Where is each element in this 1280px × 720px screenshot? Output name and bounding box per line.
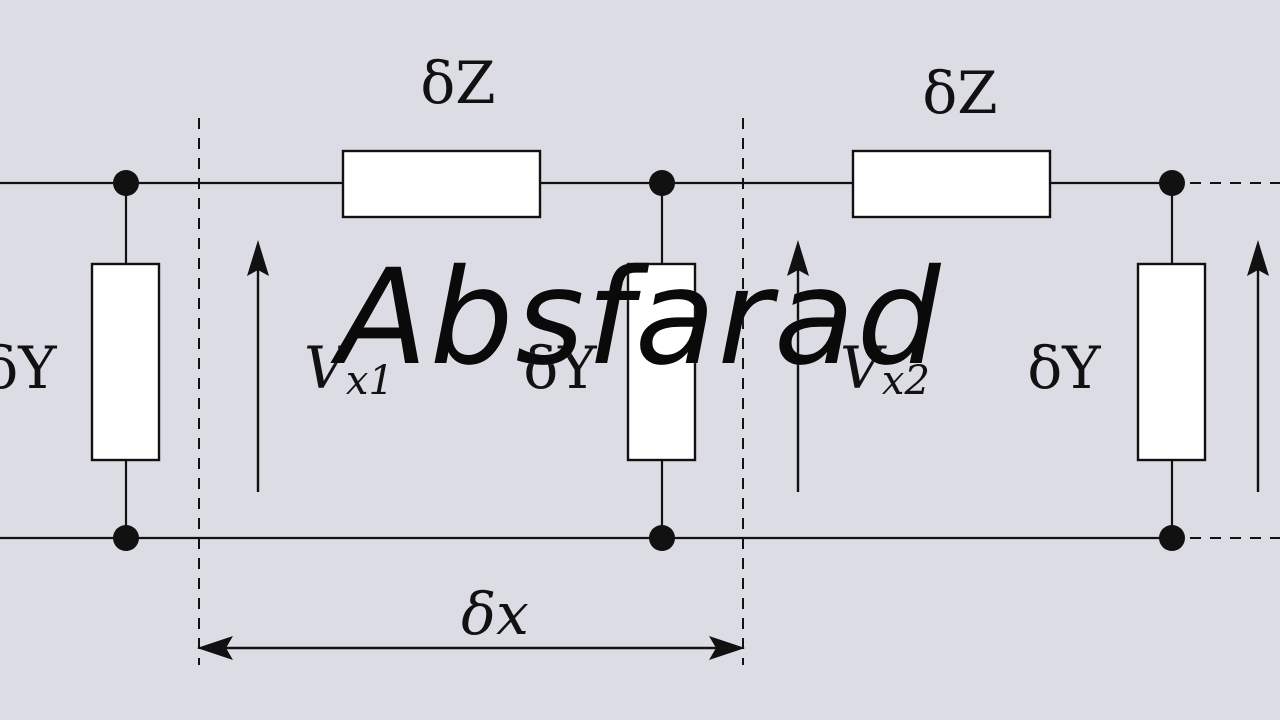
label-voltage-2-main: V <box>840 334 887 402</box>
node-bottom-left <box>113 525 139 551</box>
length-arrow-left-head <box>197 636 233 660</box>
label-voltage-2-sub: x2 <box>882 358 930 404</box>
node-bottom-right <box>1159 525 1185 551</box>
voltage-arrow-1-head <box>247 240 269 276</box>
shunt-admittance-right <box>1136 262 1207 462</box>
voltage-arrow-3-head <box>1247 240 1269 276</box>
node-top-mid <box>649 170 675 196</box>
label-series-impedance-1: δZ <box>420 49 495 117</box>
label-shunt-admittance-mid: δY <box>523 334 597 402</box>
label-voltage-2: Vx2 <box>840 334 930 404</box>
label-shunt-admittance-left: δY <box>0 334 57 402</box>
label-voltage-1: Vx1 <box>304 334 394 404</box>
shunt-admittance-mid <box>626 262 697 462</box>
series-impedance-1 <box>341 149 542 219</box>
label-series-impedance-2: δZ <box>922 59 997 127</box>
label-shunt-admittance-right: δY <box>1027 334 1101 402</box>
voltage-arrow-2-head <box>787 240 809 276</box>
shunt-admittance-left <box>90 262 161 462</box>
length-arrow-right-head <box>709 636 745 660</box>
label-voltage-1-main: V <box>304 334 351 402</box>
node-top-right <box>1159 170 1185 196</box>
label-voltage-1-sub: x1 <box>346 358 394 404</box>
node-top-left <box>113 170 139 196</box>
series-impedance-2 <box>851 149 1052 219</box>
label-section-length: δx <box>461 580 529 648</box>
node-bottom-mid <box>649 525 675 551</box>
